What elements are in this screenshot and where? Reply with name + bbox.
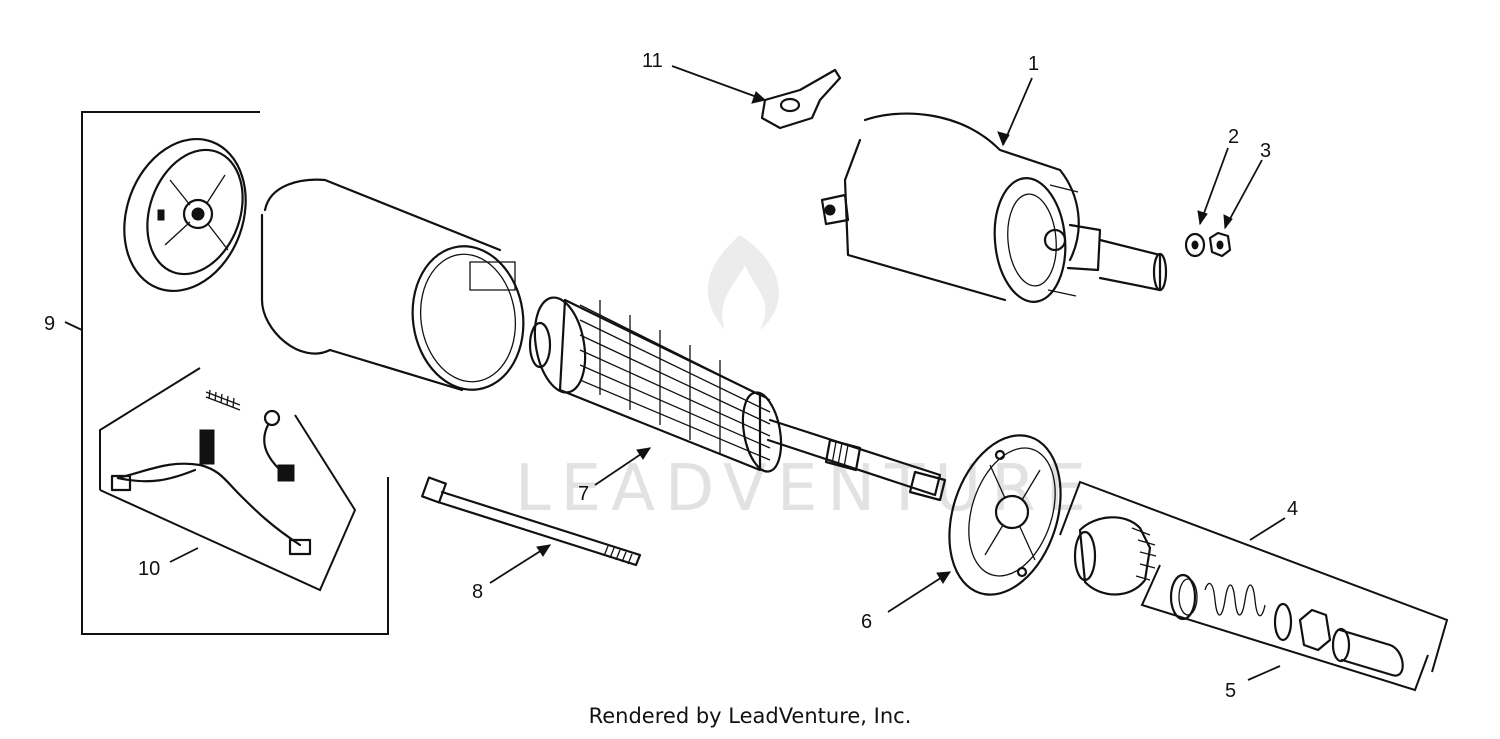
watermark-text: LEADVENTURE xyxy=(515,452,1096,526)
hex-nut xyxy=(1208,231,1232,258)
callout-9: 9 xyxy=(44,313,55,335)
drive-end-plate xyxy=(948,434,1062,596)
leader-arrowheads xyxy=(536,91,1233,584)
leader-lines xyxy=(64,65,1286,681)
bracket-group-4 xyxy=(1059,480,1449,673)
callout-11: 11 xyxy=(642,50,663,72)
bracket-group-9 xyxy=(81,111,389,635)
callout-6: 6 xyxy=(861,611,872,633)
callout-8: 8 xyxy=(472,581,483,603)
callout-5: 5 xyxy=(1225,680,1236,702)
end-cap xyxy=(123,137,247,293)
through-bolt xyxy=(421,476,642,567)
brush-assembly xyxy=(110,389,312,556)
callout-2: 2 xyxy=(1228,126,1239,148)
bracket-group-10 xyxy=(99,367,357,592)
watermark: LEADVENTURE xyxy=(515,235,1096,526)
callout-10: 10 xyxy=(138,558,160,580)
bracket-group-5 xyxy=(1140,564,1429,692)
starter-motor xyxy=(820,112,1168,303)
callout-4: 4 xyxy=(1287,498,1298,520)
render-credit: Rendered by LeadVenture, Inc. xyxy=(588,704,912,728)
callout-labels: 1 2 3 4 5 6 7 8 9 10 11 xyxy=(44,50,1298,702)
callout-3: 3 xyxy=(1260,140,1271,162)
watermark-flame-icon xyxy=(707,235,779,330)
callout-1: 1 xyxy=(1028,53,1039,75)
armature xyxy=(528,296,947,502)
pinion-gear xyxy=(1073,516,1157,596)
lock-washer xyxy=(1184,232,1206,258)
callout-7: 7 xyxy=(578,483,589,505)
drive-components xyxy=(1169,573,1404,677)
clip xyxy=(760,68,842,130)
field-housing xyxy=(260,178,525,392)
